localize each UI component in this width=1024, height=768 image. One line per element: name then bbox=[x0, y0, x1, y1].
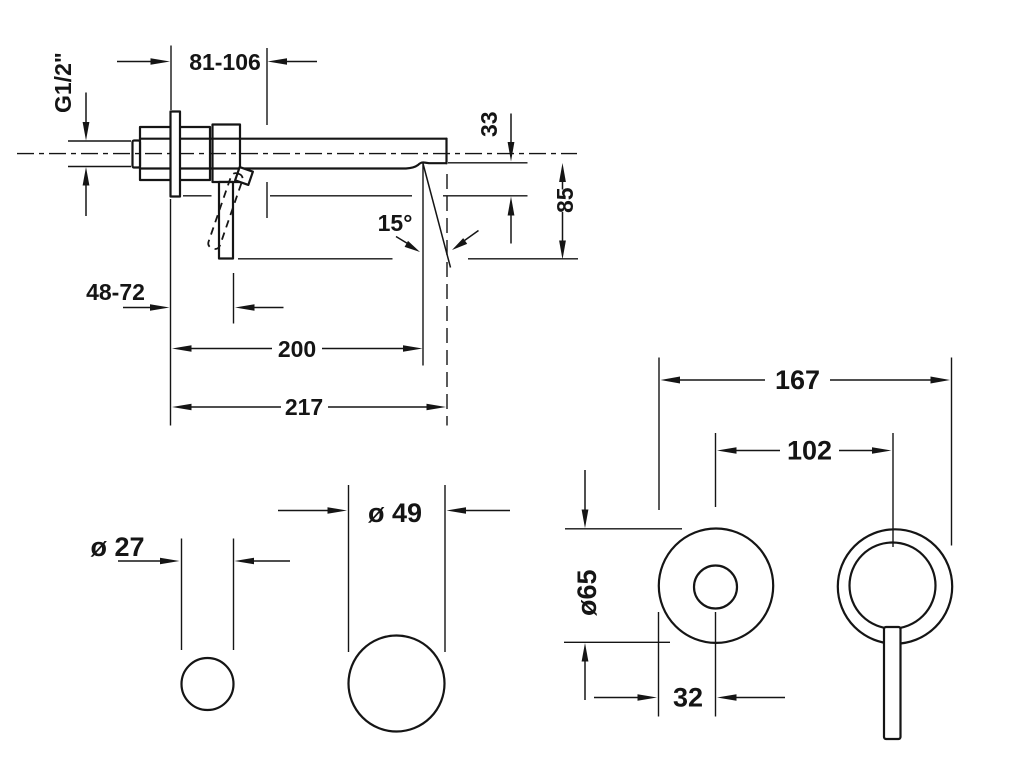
dim-label-spray-angle: 15° bbox=[378, 210, 413, 236]
dim-label-large-hole: ø 49 bbox=[368, 498, 422, 528]
spout-hole-circle bbox=[692, 564, 739, 610]
dim-total-depth: 217 bbox=[172, 394, 446, 420]
front-extension-lines bbox=[564, 357, 953, 717]
dim-depth-range: 81-106 bbox=[117, 49, 317, 75]
handle-lever-front bbox=[882, 625, 902, 741]
water-stream-line bbox=[422, 163, 452, 268]
dim-label-spout-reach: 200 bbox=[278, 336, 316, 362]
side-view: G1/2" 81-106 48-72 200 bbox=[17, 45, 578, 426]
front-view: 167 102 ø65 32 bbox=[564, 357, 954, 741]
dim-label-small-hole: ø 27 bbox=[90, 532, 144, 562]
dim-small-hole: ø 27 bbox=[90, 532, 290, 712]
cutout-circle-small bbox=[180, 656, 235, 712]
spout-tube-bottom bbox=[138, 161, 448, 170]
dim-label-overall-width: 167 bbox=[775, 365, 820, 395]
dim-overall-width: 167 bbox=[660, 365, 950, 395]
dim-thread: G1/2" bbox=[50, 52, 90, 216]
handle-lever-open-dashed bbox=[207, 172, 244, 250]
fixture-body bbox=[17, 110, 577, 260]
dim-handle-depth-range: 48-72 bbox=[86, 279, 284, 311]
handle-ring-circle bbox=[848, 541, 937, 630]
handle-socket bbox=[234, 166, 254, 186]
wall-flange bbox=[169, 110, 182, 198]
dim-label-outlet-clearance: 85 bbox=[552, 187, 578, 213]
dim-large-hole: ø 49 bbox=[278, 485, 510, 733]
cutout-holes-view: ø 27 ø 49 bbox=[90, 485, 510, 733]
dim-escutcheon-diameter: ø65 bbox=[572, 470, 602, 700]
dim-label-hole-distance: 102 bbox=[787, 436, 832, 466]
dim-label-escutcheon-diameter: ø65 bbox=[572, 569, 602, 616]
dim-spray-angle: 15° bbox=[378, 163, 479, 268]
dim-label-spout-drop: 33 bbox=[476, 111, 502, 137]
dim-label-edge-to-center: 32 bbox=[673, 683, 703, 713]
cutout-circle-large bbox=[347, 634, 446, 733]
dim-spout-drop: 33 bbox=[476, 111, 515, 244]
dim-edge-to-center: 32 bbox=[594, 683, 785, 713]
dim-spout-reach: 200 bbox=[172, 336, 423, 362]
dim-label-thread: G1/2" bbox=[50, 52, 76, 113]
dim-label-handle-depth-range: 48-72 bbox=[86, 279, 145, 305]
dim-hole-distance: 102 bbox=[717, 436, 892, 466]
dim-label-depth-range: 81-106 bbox=[189, 49, 261, 75]
spout-escutcheon-circle bbox=[657, 527, 775, 645]
extension-lines bbox=[68, 45, 578, 426]
dim-outlet-clearance: 85 bbox=[552, 163, 578, 260]
dim-label-total-depth: 217 bbox=[285, 394, 323, 420]
